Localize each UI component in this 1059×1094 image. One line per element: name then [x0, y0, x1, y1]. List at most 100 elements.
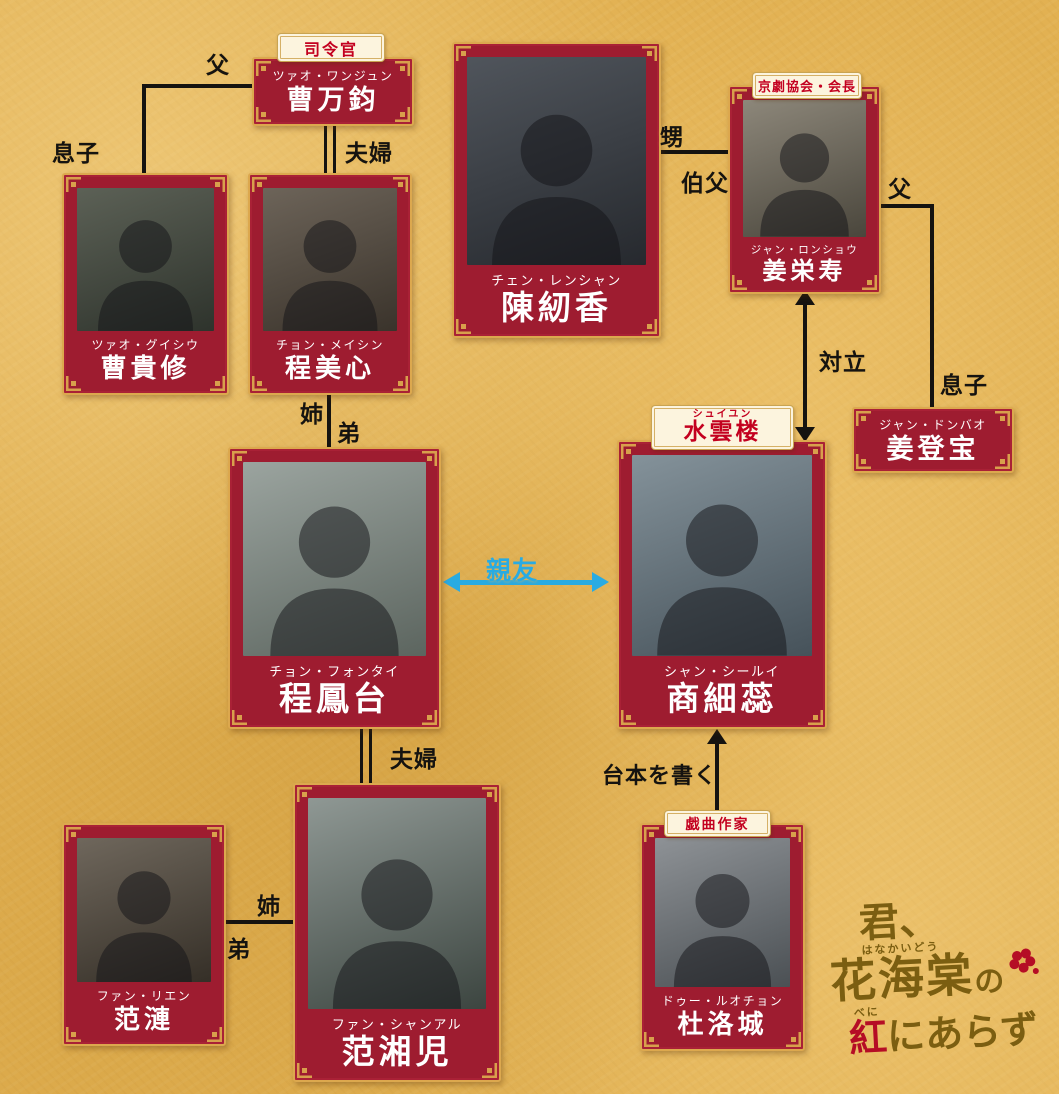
- relation-label-brother-top: 弟: [337, 420, 361, 446]
- relation-label-son-left: 息子: [52, 140, 100, 166]
- frame-ornament-icon: [786, 827, 801, 842]
- line-couple-top-2: [333, 119, 336, 176]
- relation-label-couple-top: 夫婦: [345, 140, 393, 166]
- character-card-cheng-fengtai: チョン・フォンタイ 程鳳台: [228, 447, 441, 729]
- line-father-right-horizontal: [875, 204, 934, 208]
- line-couple-bottom-2: [369, 722, 372, 784]
- frame-ornament-icon: [456, 46, 471, 61]
- line-write-script-arrow: [715, 742, 719, 812]
- person-silhouette-icon: [332, 859, 462, 1009]
- line-couple-top-1: [324, 119, 327, 176]
- friend-arrowhead-left-icon: [443, 572, 460, 592]
- line-conflict-arrow: [803, 303, 807, 429]
- character-name: 曹万鈞: [286, 85, 380, 116]
- frame-ornament-icon: [66, 1027, 81, 1042]
- relation-label-son-right: 息子: [940, 372, 988, 398]
- logo-line-2: 花海棠: [828, 949, 976, 1008]
- person-silhouette-icon: [282, 220, 378, 332]
- frame-ornament-icon: [232, 710, 247, 725]
- frame-ornament-icon: [422, 710, 437, 725]
- relation-label-sister-bottom: 姉: [257, 893, 281, 919]
- portrait-photo: [263, 188, 397, 332]
- frame-ornament-icon: [786, 1032, 801, 1047]
- relation-label-best-friend: 親友: [486, 557, 539, 585]
- frame-ornament-icon: [995, 411, 1010, 426]
- line-father-left-vertical: [142, 84, 146, 175]
- portrait-photo: [77, 838, 211, 983]
- frame-ornament-icon: [210, 177, 225, 192]
- character-name: 商細蕊: [666, 681, 778, 718]
- series-logo: 君、 はなかいどう 花海棠 の べに 紅 に: [818, 894, 1059, 1061]
- character-card-cheng-meixin: チョン・メイシン 程美心: [248, 173, 412, 395]
- logo-beni: 紅: [848, 1016, 889, 1061]
- character-name: 姜栄寿: [762, 258, 847, 285]
- character-kana: ドゥー・ルオチョン: [661, 994, 784, 1009]
- badge-text: 水雲楼: [683, 419, 762, 445]
- frame-ornament-icon: [207, 1027, 222, 1042]
- frame-ornament-icon: [456, 319, 471, 334]
- frame-ornament-icon: [252, 177, 267, 192]
- person-silhouette-icon: [98, 220, 193, 332]
- character-name: 程鳳台: [279, 681, 390, 718]
- frame-ornament-icon: [862, 275, 877, 290]
- character-kana: シャン・シールイ: [663, 663, 780, 679]
- badge-text: 京劇協会・会長: [757, 79, 856, 94]
- frame-ornament-icon: [393, 177, 408, 192]
- character-kana: チョン・フォンタイ: [269, 663, 400, 679]
- role-badge-playwright: 戯曲作家: [664, 810, 771, 837]
- portrait-photo: [655, 838, 790, 988]
- portrait-photo: [308, 798, 486, 1009]
- frame-ornament-icon: [644, 827, 659, 842]
- frame-ornament-icon: [422, 451, 437, 466]
- line-father-left-horizontal: [142, 84, 254, 88]
- character-name: 姜登宝: [886, 433, 980, 464]
- relation-label-write-script: 台本を書く: [602, 763, 718, 788]
- frame-ornament-icon: [66, 376, 81, 391]
- relation-label-uncle: 伯父: [681, 170, 729, 196]
- script-arrowhead-up-icon: [707, 729, 727, 744]
- portrait-photo: [243, 462, 426, 656]
- character-kana: チョン・メイシン: [275, 338, 384, 353]
- character-kana: ジャン・ロンショウ: [750, 243, 859, 256]
- character-kana: ファン・シャンアル: [331, 1016, 463, 1032]
- character-card-jiang-rongshou: ジャン・ロンショウ 姜栄寿: [728, 85, 881, 294]
- character-name: 范漣: [113, 1005, 174, 1035]
- relation-label-father-left: 父: [206, 52, 230, 78]
- character-card-du-luocheng: ドゥー・ルオチョン 杜洛城: [640, 823, 805, 1051]
- character-kana: ツァオ・グイシウ: [91, 338, 200, 353]
- person-silhouette-icon: [673, 874, 772, 988]
- frame-ornament-icon: [66, 827, 81, 842]
- relation-label-father-right: 父: [888, 176, 912, 202]
- character-name: 陳紉香: [501, 290, 612, 327]
- relation-label-conflict: 対立: [819, 349, 867, 375]
- frame-ornament-icon: [393, 376, 408, 391]
- portrait-photo: [632, 455, 812, 656]
- frame-ornament-icon: [732, 275, 747, 290]
- frame-ornament-icon: [482, 787, 497, 802]
- frame-ornament-icon: [207, 827, 222, 842]
- frame-ornament-icon: [644, 1032, 659, 1047]
- person-silhouette-icon: [657, 504, 787, 656]
- relation-label-nephew: 甥: [660, 124, 684, 150]
- role-badge-opera-chairman: 京劇協会・会長: [752, 72, 862, 99]
- relation-label-brother-bottom: 弟: [227, 936, 251, 962]
- frame-ornament-icon: [621, 710, 636, 725]
- character-name: 曹貴修: [100, 354, 191, 384]
- character-card-cao-wanjun: ツァオ・ワンジュン 曹万鈞: [252, 57, 414, 126]
- line-nephew-uncle: [655, 150, 730, 154]
- frame-ornament-icon: [995, 454, 1010, 469]
- logo-particle: の: [973, 964, 1006, 1000]
- portrait-photo: [77, 188, 214, 332]
- person-silhouette-icon: [96, 870, 192, 983]
- frame-ornament-icon: [297, 1063, 312, 1078]
- line-father-right-vertical: [930, 204, 934, 408]
- portrait-photo: [743, 100, 866, 237]
- line-sister-brother-top: [327, 390, 331, 449]
- frame-ornament-icon: [395, 107, 410, 122]
- frame-ornament-icon: [642, 319, 657, 334]
- character-card-fan-lian: ファン・リエン 范漣: [62, 823, 226, 1046]
- frame-ornament-icon: [808, 710, 823, 725]
- friend-arrowhead-right-icon: [592, 572, 609, 592]
- character-card-cao-guixiu: ツァオ・グイシウ 曹貴修: [62, 173, 229, 395]
- character-name: 杜洛城: [677, 1010, 768, 1040]
